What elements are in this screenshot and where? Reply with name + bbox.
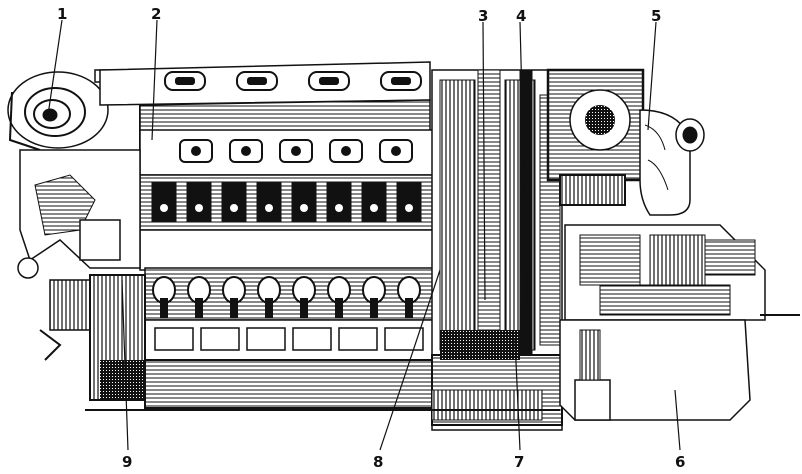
head-cover-bolt [241, 146, 251, 156]
block-middle [139, 229, 436, 271]
valve-block [326, 182, 352, 222]
valve-block [221, 182, 247, 222]
valve-block [396, 182, 422, 222]
valve-stem [405, 204, 413, 212]
valve-stem [265, 204, 273, 212]
pushrod [335, 298, 343, 318]
callout-3: 3 [478, 7, 488, 25]
callout-6: 6 [675, 453, 685, 471]
callout-9: 9 [122, 453, 132, 471]
cylinder-head-upper [139, 129, 436, 176]
callout-7: 7 [514, 453, 524, 471]
crankcase-window [154, 327, 194, 351]
head-cover-bolt [341, 146, 351, 156]
turbocharger-right [639, 109, 705, 216]
valve-stem [300, 204, 308, 212]
callouts: 1 2 3 4 5 6 7 8 9 [57, 5, 685, 471]
gear-train-section [431, 69, 563, 431]
callout-2: 2 [151, 5, 161, 23]
crankcase-window [338, 327, 378, 351]
valve-block [256, 182, 282, 222]
intake-port-core [247, 77, 267, 85]
head-cover-bolt [391, 146, 401, 156]
valve-stem [195, 204, 203, 212]
valve-stem [160, 204, 168, 212]
pushrod [405, 298, 413, 318]
rear-gear-housing [546, 68, 645, 206]
valve-stem [230, 204, 238, 212]
callout-8: 8 [373, 453, 383, 471]
callout-5: 5 [651, 7, 661, 25]
valve-stem [370, 204, 378, 212]
valve-block [151, 182, 177, 222]
oil-sump [559, 319, 751, 421]
head-cover-bolt [191, 146, 201, 156]
valve-block [361, 182, 387, 222]
pushrod [265, 298, 273, 318]
intake-port-core [175, 77, 195, 85]
crankcase-window [246, 327, 286, 351]
pushrod [230, 298, 238, 318]
head-cover-bolt [291, 146, 301, 156]
leader-lines [47, 19, 681, 451]
lower-bank [144, 267, 436, 409]
callout-4: 4 [516, 7, 526, 25]
valve-row-upper [139, 174, 436, 231]
callout-1: 1 [57, 5, 67, 23]
front-end-accessories [17, 149, 146, 401]
intake-port-core [319, 77, 339, 85]
pushrod [160, 298, 168, 318]
crankcase-window [200, 327, 240, 351]
pushrod [195, 298, 203, 318]
intake-port-core [391, 77, 411, 85]
pushrod [370, 298, 378, 318]
crankcase-window [292, 327, 332, 351]
accessory-drive-housing [564, 224, 800, 321]
valve-block [291, 182, 317, 222]
pushrod [300, 298, 308, 318]
crankcase-window [384, 327, 424, 351]
valve-block [186, 182, 212, 222]
valve-stem [335, 204, 343, 212]
